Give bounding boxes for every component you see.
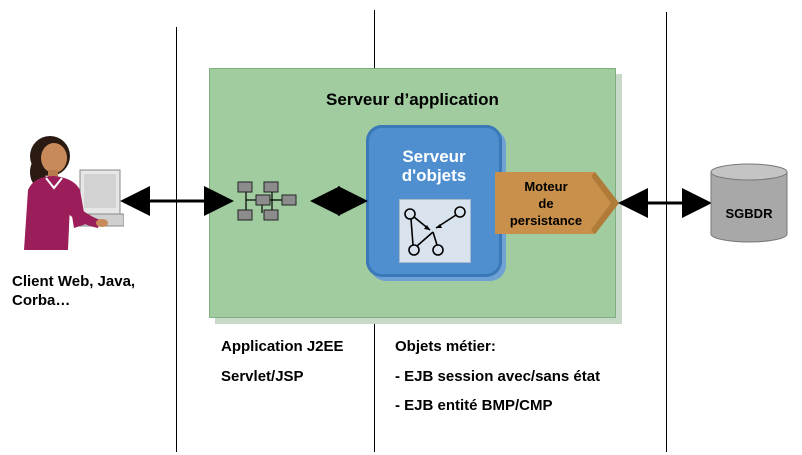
separator-line-3 [666, 12, 667, 452]
client-label-line2: Corba… [12, 292, 71, 309]
persistence-engine-shape [495, 172, 619, 234]
business-objects-item-entity: - EJB entité BMP/CMP [395, 397, 553, 414]
persistence-line2: de [538, 196, 554, 211]
application-server-title: Serveur d’application [326, 90, 499, 109]
component-network-icon [232, 178, 302, 228]
object-server-title-line2: d'objets [401, 166, 467, 185]
client-label: Client Web, Java, Corba… [12, 272, 135, 310]
separator-line-1 [176, 27, 177, 452]
app-j2ee-label: Application J2EE [221, 338, 344, 355]
object-server-title: Serveur d'objets [366, 147, 502, 185]
business-objects-heading: Objets métier: [395, 338, 496, 355]
database-icon [710, 163, 788, 243]
database-label: SGBDR [725, 206, 773, 221]
persistence-line1: Moteur [524, 179, 568, 194]
servlet-jsp-label: Servlet/JSP [221, 368, 304, 385]
persistence-line3: persistance [509, 213, 583, 228]
object-server-title-line1: Serveur [402, 147, 466, 166]
person-at-computer-icon [14, 128, 125, 250]
business-objects-item-session: - EJB session avec/sans état [395, 368, 601, 385]
object-graph-icon [399, 199, 471, 263]
persistence-engine-label: Moteur de persistance [495, 178, 597, 229]
client-label-line1: Client Web, Java, [12, 273, 136, 290]
